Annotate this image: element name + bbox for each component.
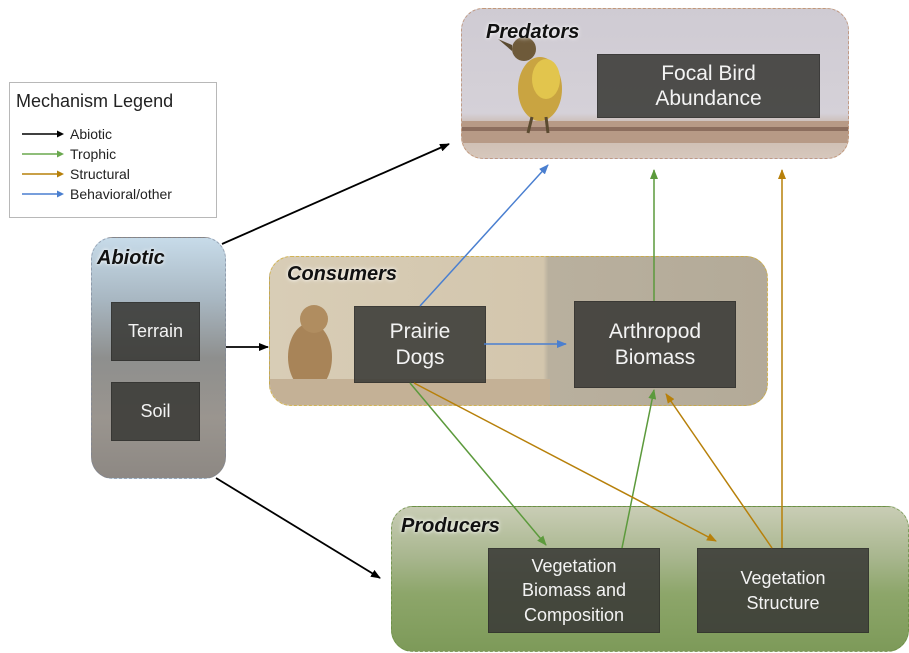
soil-node: Soil	[111, 382, 200, 441]
focal-bird-abundance-label: Focal Bird Abundance	[634, 61, 784, 111]
abiotic-title: Abiotic	[97, 247, 165, 270]
legend-label-abiotic: Abiotic	[70, 126, 112, 142]
abiotic-to-producers-arrow	[216, 478, 380, 578]
focal-bird-abundance-node: Focal Bird Abundance	[597, 54, 820, 118]
legend-item-behavioral: Behavioral/other	[20, 185, 172, 203]
legend-label-trophic: Trophic	[70, 146, 116, 162]
prairie-dogs-label: Prairie Dogs	[380, 319, 460, 369]
legend-item-trophic: Trophic	[20, 145, 116, 163]
vegetation-biomass-label: Vegetation Biomass and Composition	[514, 554, 634, 627]
legend-label-structural: Structural	[70, 166, 130, 182]
vegetation-biomass-node: Vegetation Biomass and Composition	[488, 548, 660, 633]
terrain-node: Terrain	[111, 302, 200, 361]
soil-label: Soil	[140, 401, 170, 423]
trophic-arrow-icon	[20, 149, 66, 159]
abiotic-arrow-icon	[20, 129, 66, 139]
arthropod-biomass-node: Arthropod Biomass	[574, 301, 736, 388]
mechanism-legend: Mechanism Legend Abiotic Trophic Structu…	[9, 82, 217, 218]
behavioral-arrow-icon	[20, 189, 66, 199]
arthropod-biomass-label: Arthropod Biomass	[595, 319, 715, 369]
structural-arrow-icon	[20, 169, 66, 179]
terrain-label: Terrain	[128, 321, 183, 343]
predators-title: Predators	[486, 21, 579, 44]
legend-title: Mechanism Legend	[16, 91, 173, 112]
legend-item-structural: Structural	[20, 165, 130, 183]
legend-item-abiotic: Abiotic	[20, 125, 112, 143]
producers-title: Producers	[401, 515, 500, 538]
legend-label-behavioral: Behavioral/other	[70, 186, 172, 202]
consumers-title: Consumers	[287, 263, 397, 286]
abiotic-to-predators-arrow	[222, 144, 449, 244]
vegetation-structure-label: Vegetation Structure	[728, 566, 838, 615]
vegetation-structure-node: Vegetation Structure	[697, 548, 869, 633]
prairie-dogs-node: Prairie Dogs	[354, 306, 486, 383]
